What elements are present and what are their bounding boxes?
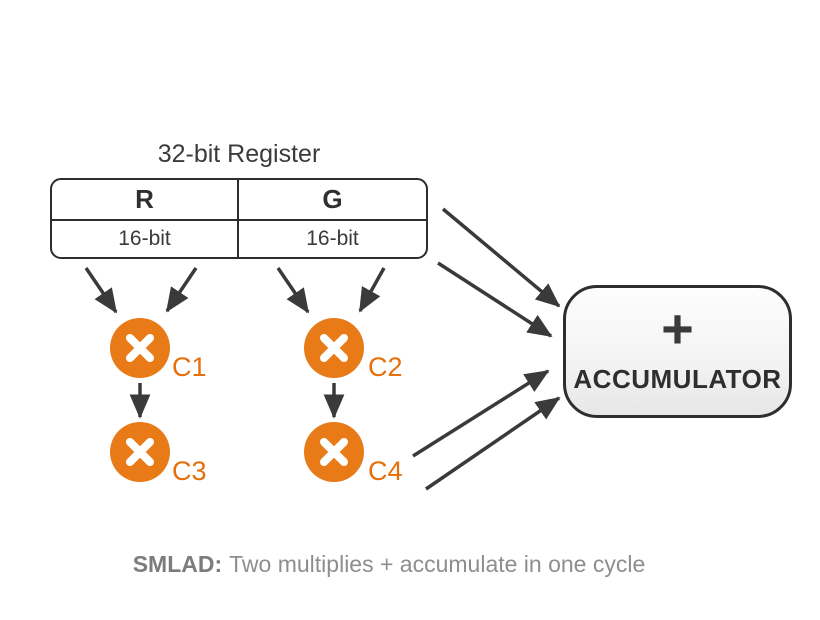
multiply-icon: [320, 438, 348, 466]
multiply-icon: [126, 334, 154, 362]
multiplier-label-c1: C1: [172, 352, 207, 382]
multiply-node-1: [110, 318, 170, 378]
multiply-node-2: [304, 318, 364, 378]
register-title: 32-bit Register: [157, 140, 321, 168]
arrow-r-to-c1-right: [165, 267, 198, 313]
arrow-reg-to-acc-1: [441, 207, 561, 308]
multiplier-label-c4: C4: [368, 456, 403, 486]
caption-text: Two multiplies + accumulate in one cycle: [229, 551, 646, 577]
register-cell-r: R: [52, 180, 239, 221]
multiplier-label-c2: C2: [368, 352, 403, 382]
multiply-icon: [320, 334, 348, 362]
arrow-reg-to-acc-2: [437, 261, 553, 338]
multiply-icon: [126, 438, 154, 466]
accumulator-label: ACCUMULATOR: [573, 363, 782, 394]
arrow-r-to-c1-left: [84, 267, 118, 314]
accumulator-box: + ACCUMULATOR: [563, 285, 792, 418]
arrow-g-to-c2-left: [276, 267, 310, 314]
multiplier-label-c3: C3: [172, 456, 207, 486]
arrow-g-to-c2-right: [358, 267, 386, 313]
register-cell-g: G: [239, 180, 426, 221]
caption: SMLAD:Two multiplies + accumulate in one…: [0, 551, 778, 578]
arrow-mult-to-acc-2: [425, 396, 561, 491]
plus-icon: +: [661, 296, 694, 360]
register-cell-g-size: 16-bit: [306, 227, 359, 250]
register-cell-r-size: 16-bit: [52, 221, 239, 257]
multiply-node-4: [304, 422, 364, 482]
register-box: R G 16-bit 16-bit: [50, 178, 428, 259]
arrow-mult-to-acc-1: [412, 369, 550, 458]
caption-term: SMLAD:: [132, 551, 223, 577]
multiply-node-3: [110, 422, 170, 482]
